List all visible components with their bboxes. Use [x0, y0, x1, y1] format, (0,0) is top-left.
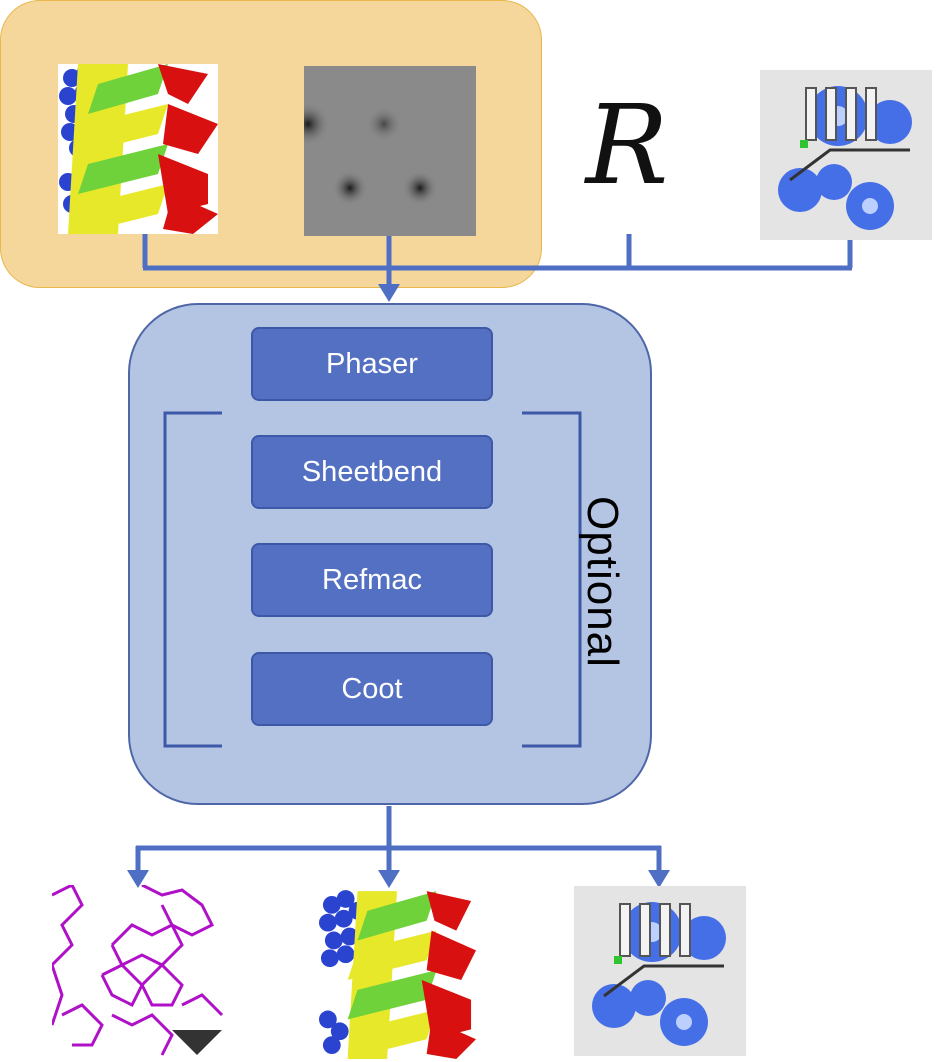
- r-free-icon: R: [585, 81, 669, 209]
- phaser-output-icon: [574, 886, 746, 1056]
- coot-step-label: Coot: [341, 672, 403, 705]
- optional-label: Optional: [578, 496, 627, 668]
- sheetbend-step-label: Sheetbend: [301, 455, 443, 488]
- protein-helix-icon: [58, 64, 218, 234]
- output-connectors: [127, 806, 670, 888]
- protein-helix-output-icon: [318, 890, 476, 1059]
- density-map-icon: [304, 66, 476, 236]
- optional-bracket: [163, 411, 582, 748]
- refmac-step: Refmac: [251, 543, 493, 617]
- sheetbend-step: Sheetbend: [251, 435, 493, 509]
- trace-map-icon: [52, 885, 224, 1056]
- phaser-step: Phaser: [251, 327, 493, 401]
- coot-step: Coot: [251, 652, 493, 726]
- phaser-step-label: Phaser: [326, 347, 418, 380]
- refmac-step-label: Refmac: [322, 563, 422, 596]
- phaser-icon: [760, 70, 932, 240]
- input-connectors: [142, 234, 853, 302]
